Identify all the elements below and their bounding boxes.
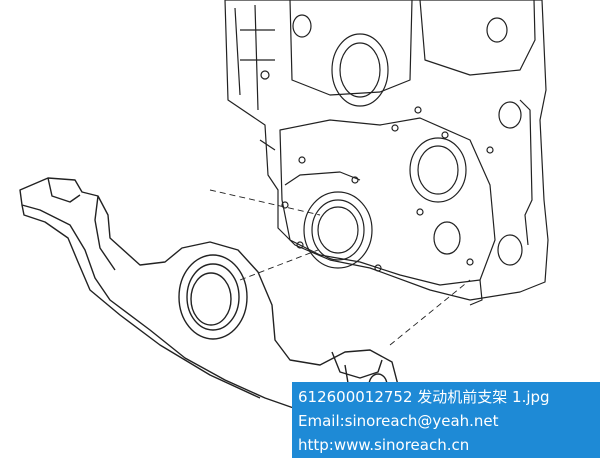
engine-block xyxy=(224,0,549,306)
caption-email: Email:sinoreach@yeah.net xyxy=(298,412,499,430)
caption-filename: 612600012752 发动机前支架 1.jpg xyxy=(298,388,550,406)
watermark-caption: 612600012752 发动机前支架 1.jpg Email:sinoreac… xyxy=(292,382,600,458)
assembly-dashed-lines xyxy=(209,189,471,346)
front-bracket xyxy=(19,177,399,421)
caption-url: http:www.sinoreach.cn xyxy=(298,436,470,454)
